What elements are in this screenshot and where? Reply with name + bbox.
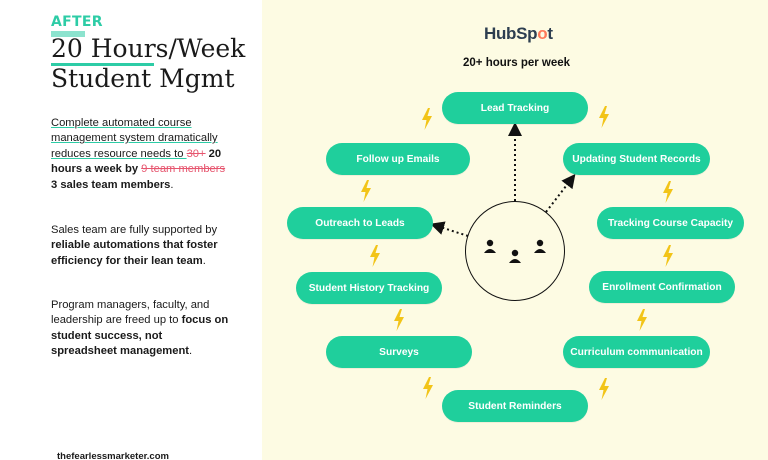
p1-text-a: Complete automated course management sys… — [51, 117, 218, 160]
p1-strike-team: 9 team members — [141, 163, 226, 176]
pill-updating-student-records: Updating Student Records — [563, 143, 710, 175]
p1-text-b: 20 hours a week by — [51, 147, 222, 176]
p1-text-c: 3 sales team members — [51, 178, 171, 191]
lightning-bolt-icon — [663, 245, 673, 267]
lightning-bolt-icon — [423, 377, 433, 399]
p2-text-c: . — [202, 254, 206, 267]
p1-text-d: . — [170, 178, 174, 191]
hubspot-logo-text: HubSpot — [484, 24, 553, 43]
paragraph-sales-team: Sales team are fully supported by reliab… — [51, 223, 229, 269]
footer-url: thefearlessmarketer.com — [57, 451, 169, 460]
pill-surveys: Surveys — [326, 336, 472, 368]
after-badge: AFTER — [51, 14, 103, 30]
paragraph-resource-reduction: Complete automated course management sys… — [51, 116, 229, 193]
page-title: 20 Hours/Week Student Mgmt — [51, 34, 246, 93]
lightning-bolt-icon — [394, 309, 404, 331]
lightning-bolt-icon — [370, 245, 380, 267]
title-underline — [51, 63, 154, 66]
hubspot-logo-sprocket: o — [537, 24, 548, 43]
p2-text-a: Sales team are fully supported by — [51, 224, 218, 236]
pill-student-history-tracking: Student History Tracking — [296, 272, 442, 304]
lightning-bolt-icon — [422, 108, 432, 130]
person-icon — [534, 239, 546, 253]
pill-tracking-course-capacity: Tracking Course Capacity — [597, 207, 744, 239]
arrow-to-updating-records — [545, 173, 576, 213]
badge-highlight — [51, 31, 85, 37]
diagram-subtitle: 20+ hours per week — [463, 57, 571, 69]
pill-curriculum-communication: Curriculum communication — [563, 336, 710, 368]
paragraph-program-managers: Program managers, faculty, and leadershi… — [51, 298, 229, 360]
p2-text-b: reliable automations that foster efficie… — [51, 239, 218, 267]
lightning-bolt-icon — [663, 181, 673, 203]
pill-enrollment-confirmation: Enrollment Confirmation — [589, 271, 735, 303]
pill-student-reminders: Student Reminders — [442, 390, 588, 422]
pill-follow-up-emails: Follow up Emails — [326, 143, 470, 175]
arrow-to-outreach — [430, 221, 469, 237]
lightning-bolt-icon — [599, 378, 609, 400]
person-icon — [484, 239, 496, 253]
p3-text-b: focus on student success, not spreadshee… — [51, 314, 229, 358]
pill-lead-tracking: Lead Tracking — [442, 92, 588, 124]
left-panel: AFTER 20 Hours/Week Student Mgmt Complet… — [0, 0, 262, 460]
p1-strike-hours: 30+ — [186, 147, 206, 160]
lightning-bolt-icon — [599, 106, 609, 128]
lightning-bolt-icon — [361, 180, 371, 202]
person-icon — [509, 249, 521, 263]
lightning-bolt-icon — [637, 309, 647, 331]
pill-outreach-to-leads: Outreach to Leads — [287, 207, 433, 239]
hubspot-logo: HubSpot — [484, 24, 553, 44]
p3-text-a: Program managers, faculty, and leadershi… — [51, 299, 210, 327]
p3-text-c: . — [189, 345, 193, 358]
